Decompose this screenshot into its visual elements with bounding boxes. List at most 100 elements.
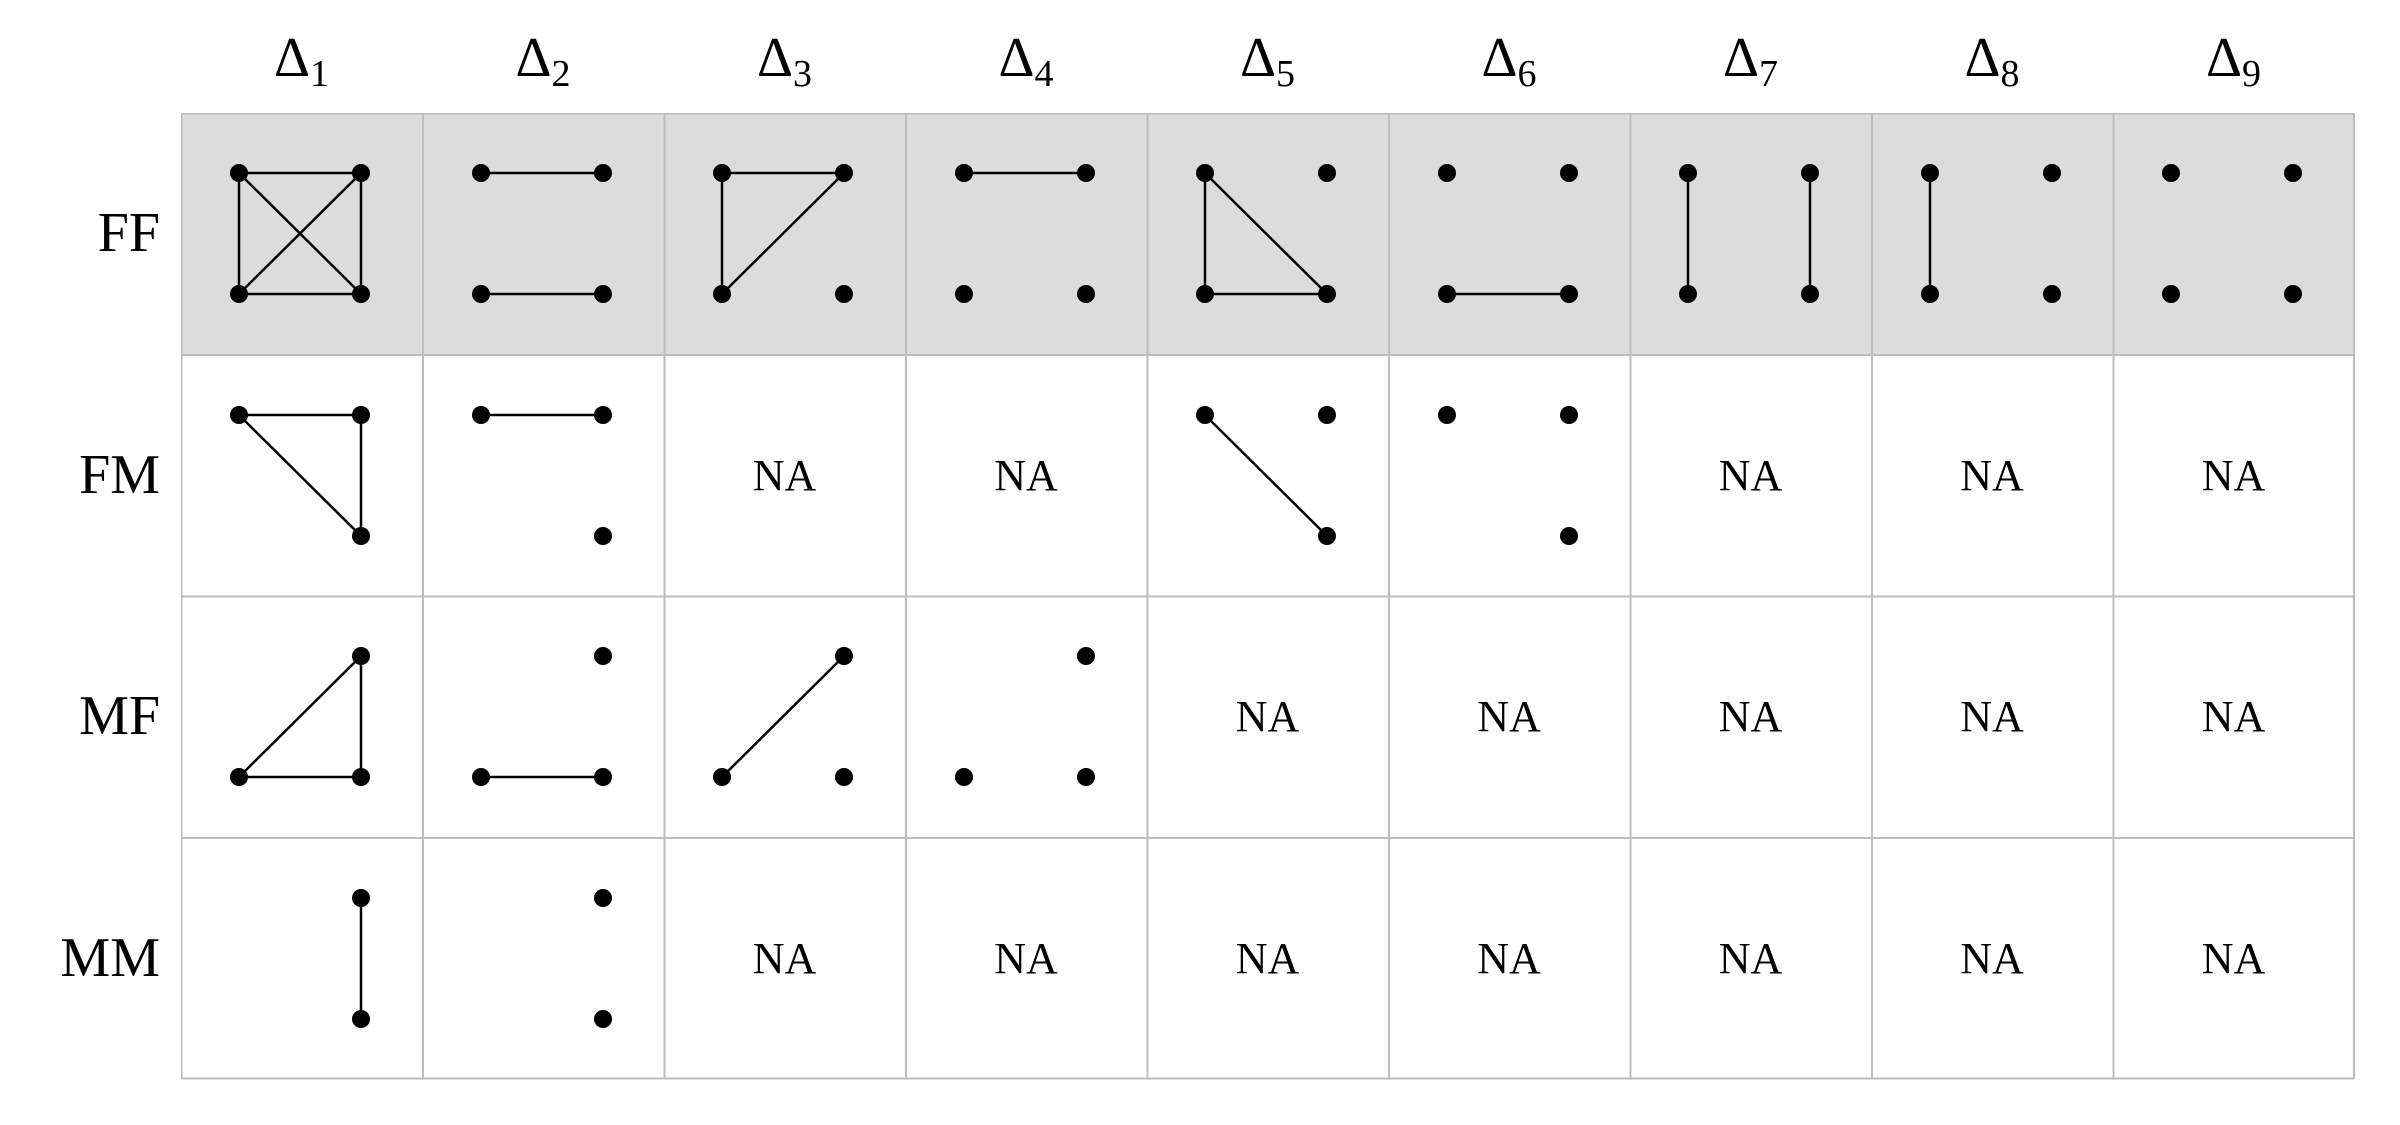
row-header-label: MF xyxy=(79,685,160,747)
na-label: NA xyxy=(752,450,817,500)
column-header-subscript: 8 xyxy=(2000,53,2020,95)
cell-ff-delta-8 xyxy=(1871,113,2113,354)
node-br xyxy=(835,768,853,786)
column-header-symbol: Δ xyxy=(756,27,793,89)
motif-graph xyxy=(954,647,1095,786)
node-tr xyxy=(1559,405,1578,424)
row-header-mm: MM xyxy=(0,838,160,1079)
column-header-delta-6: Δ6 xyxy=(1389,18,1630,98)
column-header-delta-1: Δ1 xyxy=(181,18,422,98)
node-bl xyxy=(1679,285,1697,303)
motif-graph xyxy=(713,647,853,786)
node-tl xyxy=(1437,405,1456,424)
node-br xyxy=(352,285,370,303)
node-br xyxy=(1318,285,1336,303)
row-header-label: FM xyxy=(79,443,160,506)
node-br xyxy=(2042,285,2061,303)
node-tl xyxy=(713,164,731,182)
edge-tl-br xyxy=(1204,413,1328,537)
cell-ff-delta-5 xyxy=(1147,113,1388,354)
cell-mm-delta-9: NA xyxy=(2113,838,2354,1079)
cell-fm-delta-5 xyxy=(1147,355,1388,596)
cell-mf-delta-5: NA xyxy=(1147,596,1388,837)
motif-graph xyxy=(954,164,1095,303)
edge-tr-bl xyxy=(238,655,362,778)
cell-ff-delta-3 xyxy=(664,113,905,354)
cell-fm-delta-6 xyxy=(1389,355,1630,596)
column-header-delta-4: Δ4 xyxy=(906,18,1147,98)
row-header-label: MM xyxy=(60,926,160,989)
node-tr xyxy=(593,164,612,182)
motif-graph xyxy=(471,164,612,303)
node-tl xyxy=(1196,405,1214,424)
cell-mm-delta-6: NA xyxy=(1389,838,1630,1079)
node-tr xyxy=(835,164,853,182)
column-header-subscript: 3 xyxy=(793,53,812,95)
row-header-ff: FF xyxy=(0,113,160,354)
node-br xyxy=(1559,285,1578,303)
cell-fm-delta-4: NA xyxy=(906,355,1147,596)
cell-mm-delta-8: NA xyxy=(1872,838,2113,1079)
motif-graph xyxy=(230,164,370,303)
node-tr xyxy=(352,164,370,182)
motif-graph xyxy=(1437,405,1578,545)
node-br xyxy=(352,1009,370,1028)
node-tl xyxy=(230,164,248,182)
na-label: NA xyxy=(2201,933,2266,983)
node-tr xyxy=(352,647,370,665)
node-br xyxy=(352,768,370,786)
cell-mf-delta-7: NA xyxy=(1630,596,1871,837)
row-header-label: FF xyxy=(97,202,160,264)
motif-graph xyxy=(713,164,853,303)
node-br xyxy=(1801,285,1819,303)
node-tr xyxy=(2042,164,2061,182)
na-label: NA xyxy=(752,933,817,983)
node-tr xyxy=(1076,647,1095,665)
node-br xyxy=(1076,285,1095,303)
node-tr xyxy=(352,405,370,424)
motif-graph xyxy=(2162,164,2302,303)
node-br xyxy=(593,285,612,303)
edge-tr-bl xyxy=(721,172,845,295)
node-bl xyxy=(1437,285,1456,303)
column-header-symbol: Δ xyxy=(1964,27,2001,89)
motif-graph xyxy=(593,888,612,1028)
na-label: NA xyxy=(1960,450,2024,500)
node-tr xyxy=(352,888,370,907)
node-tl xyxy=(1920,164,1939,182)
node-br xyxy=(2284,285,2302,303)
cell-fm-delta-3: NA xyxy=(664,355,905,596)
na-label: NA xyxy=(994,450,1058,500)
column-header-delta-9: Δ9 xyxy=(2113,18,2354,98)
motif-graph xyxy=(1437,164,1578,303)
node-bl xyxy=(230,768,248,786)
edge-tl-br xyxy=(1204,172,1328,295)
node-tr xyxy=(1318,164,1336,182)
node-tr xyxy=(1318,405,1336,424)
na-label: NA xyxy=(1477,692,1541,741)
cell-mf-delta-3 xyxy=(664,596,905,837)
node-tl xyxy=(1679,164,1697,182)
node-tr xyxy=(2284,164,2302,182)
cell-mm-delta-2 xyxy=(423,838,664,1079)
column-header-subscript: 7 xyxy=(1759,53,1778,95)
column-header-symbol: Δ xyxy=(1239,27,1276,89)
na-label: NA xyxy=(994,933,1058,983)
cell-fm-delta-7: NA xyxy=(1630,355,1871,596)
node-bl xyxy=(1196,285,1214,303)
column-header-symbol: Δ xyxy=(1481,27,1518,89)
column-header-delta-8: Δ8 xyxy=(1872,18,2113,98)
node-bl xyxy=(471,768,490,786)
cell-mf-delta-4 xyxy=(906,596,1147,837)
cell-ff-delta-9 xyxy=(2113,113,2354,354)
node-tl xyxy=(1196,164,1214,182)
cell-ff-delta-4 xyxy=(905,113,1147,354)
cell-ff-delta-6 xyxy=(1388,113,1630,354)
column-header-subscript: 2 xyxy=(551,53,571,95)
na-label: NA xyxy=(2201,450,2266,500)
na-label: NA xyxy=(1718,692,1783,741)
column-header-symbol: Δ xyxy=(2205,27,2242,89)
na-label: NA xyxy=(2201,692,2266,741)
node-bl xyxy=(713,285,731,303)
node-bl xyxy=(2162,285,2180,303)
